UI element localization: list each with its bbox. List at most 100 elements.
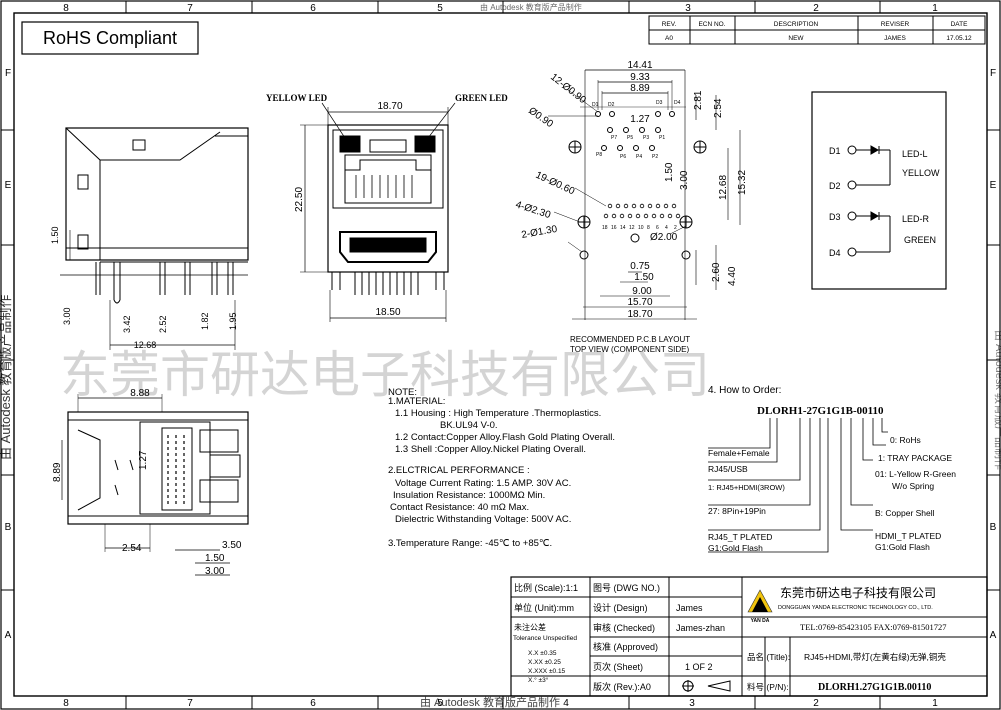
order-left-label: Female+Female: [708, 448, 770, 458]
side-watermark: 由 Autodesk 教育版产品制作: [0, 295, 13, 460]
dim-label: 3.50: [222, 540, 242, 551]
dim-label: 14.41: [627, 60, 652, 71]
hole-label: Ø2.00: [650, 232, 678, 243]
order-right-label: 1: TRAY PACKAGE: [878, 453, 952, 463]
pcb-layout: [548, 69, 741, 320]
rohs-label: RoHS Compliant: [43, 28, 177, 48]
led-pin-d3: D3: [829, 212, 841, 222]
pin-label: 14: [620, 225, 626, 231]
col-label: 3: [685, 3, 691, 14]
rev-header: REVISER: [881, 21, 910, 28]
dim-label: 8.89: [630, 83, 650, 94]
dim-label: 15.70: [627, 297, 652, 308]
hole-label: 2-Ø1.30: [521, 224, 559, 241]
led-r-label: LED-R: [902, 214, 930, 224]
dim-label: 1.82: [200, 312, 210, 330]
col-label: 4: [563, 698, 569, 709]
row-label: B: [5, 522, 12, 533]
tolerance-line: X.XXX ±0.15: [528, 668, 566, 675]
side-view-dims: 1.50 3.00 3.42 2.52 1.82 1.95 12.68: [50, 226, 238, 350]
dim-label: 3.00: [62, 307, 72, 325]
dim-label: 2.54: [713, 98, 724, 118]
inner-frame: [13, 12, 988, 697]
title-block-text: 比例 (Scale):1:1 图号 (DWG NO.) 单位 (Unit):mm…: [513, 582, 946, 693]
dim-label: 1.27: [138, 450, 149, 470]
dim-label: 18.50: [375, 307, 400, 318]
pin-label: 10: [638, 225, 644, 231]
company-phone: TEL:0769-85423105 FAX:0769-81501727: [800, 622, 946, 632]
order-right-label: B: Copper Shell: [875, 508, 935, 518]
col-label: 1: [932, 3, 938, 14]
led-pin-d2: D2: [829, 181, 841, 191]
order-right-label: W/o Spring: [892, 481, 934, 491]
dim-label: 0.75: [630, 261, 650, 272]
note-line: BK.UL94 V-0.: [440, 420, 498, 431]
dim-label: 2.54: [122, 543, 142, 554]
order-right-label: HDMI_T PLATED: [875, 531, 941, 541]
front-view: [300, 102, 456, 322]
pin-label: 2: [674, 225, 677, 231]
tolerance-line: X.XX ±0.25: [528, 659, 561, 666]
row-label: E: [5, 180, 12, 191]
dim-label: 8.89: [52, 462, 63, 482]
order-left-label: RJ45/USB: [708, 464, 748, 474]
sheet-value: 1 OF 2: [685, 662, 713, 672]
pin-label: P3: [643, 135, 649, 141]
dim-label: 1.50: [664, 162, 675, 182]
col-label: 8: [63, 3, 69, 14]
pcb-caption: RECOMMENDED P.C.B LAYOUT TOP VIEW (COMPO…: [570, 335, 690, 354]
note-line: Insulation Resistance: 1000MΩ Min.: [393, 490, 545, 501]
led-schematic-labels: D1 D2 D3 D4 LED-L YELLOW LED-R GREEN: [829, 146, 940, 258]
col-label: 7: [187, 698, 193, 709]
pin-label: P2: [652, 154, 658, 160]
led-pin-d1: D1: [829, 146, 841, 156]
dwg-no-label: 图号 (DWG NO.): [593, 583, 660, 593]
note-line: Dielectric Withstanding Voltage: 500V AC…: [395, 514, 571, 525]
sheet-label: 页次 (Sheet): [593, 661, 643, 672]
note-line: 1.1 Housing : High Temperature .Thermopl…: [395, 408, 601, 419]
company-cn: 东莞市研达电子科技有限公司: [780, 585, 936, 600]
note-line: 2.ELCTRICAL PERFORMANCE :: [388, 465, 530, 476]
how-to-order: 4. How to Order: DLORH1-27G1G1B-00110 Fe…: [708, 385, 956, 553]
dim-label: 1.27: [630, 114, 650, 125]
pin-label: 12: [629, 225, 635, 231]
dim-label: 22.50: [294, 187, 305, 212]
dim-label: 2.60: [711, 262, 722, 282]
dim-label: 18.70: [627, 309, 652, 320]
pcb-caption-1: RECOMMENDED P.C.B LAYOUT: [570, 335, 690, 344]
bottom-view: [61, 394, 249, 576]
pn-label: 料号 (P/N):: [747, 682, 789, 692]
dim-label: 9.00: [632, 286, 652, 297]
rev-cell: 17.05.12: [946, 35, 972, 42]
pin-label: 18: [602, 225, 608, 231]
dim-label: 15.32: [737, 170, 748, 195]
rev-header: ECN NO.: [698, 21, 725, 28]
col-label: 6: [310, 3, 316, 14]
rev-header: DATE: [951, 21, 969, 28]
yellow-led-label: YELLOW LED: [266, 93, 328, 103]
row-label: A: [5, 630, 12, 641]
hole-label: 19-Ø0.60: [534, 170, 577, 198]
row-label: E: [990, 180, 997, 191]
row-label: F: [5, 68, 11, 79]
rev-header: REV.: [662, 21, 677, 28]
dim-label: 9.33: [630, 72, 650, 83]
front-view-dims: 18.70 22.50 18.50: [294, 101, 403, 318]
pin-label: D3: [656, 100, 663, 106]
col-label: 7: [187, 3, 193, 14]
note-line: 3.Temperature Range: -45℃ to +85℃.: [388, 538, 552, 549]
pcb-caption-2: TOP VIEW (COMPONENT SIDE): [570, 345, 689, 354]
dim-label: 2.81: [693, 90, 704, 110]
title-value: RJ45+HDMI,带灯(左黄右绿)无弹,铜壳: [804, 652, 946, 662]
note-line: 1.3 Shell :Copper Alloy.Nickel Plating O…: [395, 444, 586, 455]
pin-label: P5: [627, 135, 633, 141]
scale-label: 比例 (Scale):1:1: [514, 582, 578, 593]
pin-label: 8: [647, 225, 650, 231]
pin-label: D4: [674, 100, 681, 106]
revision-table: REV. ECN NO. DESCRIPTION REVISER DATE A0…: [648, 15, 986, 45]
dim-label: 3.00: [205, 566, 225, 577]
bottom-view-dims: 8.88 8.89 1.27 2.54 3.50 1.50 3.00: [52, 388, 242, 577]
front-view-labels: YELLOW LED GREEN LED: [266, 93, 508, 103]
